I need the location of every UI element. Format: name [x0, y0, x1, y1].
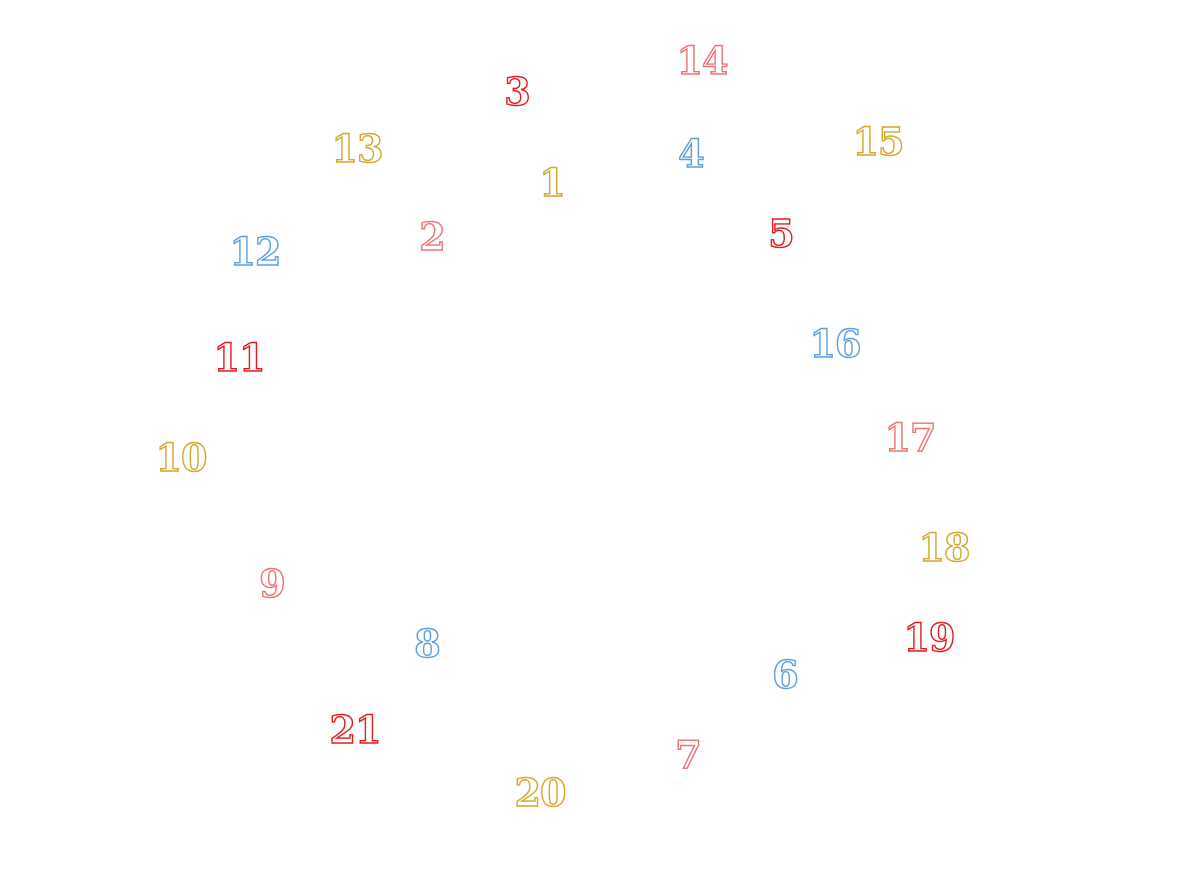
number-6[interactable]: 6 — [772, 652, 800, 697]
number-5[interactable]: 5 — [768, 211, 796, 256]
number-8[interactable]: 8 — [414, 621, 442, 666]
number-21[interactable]: 21 — [329, 707, 382, 752]
number-3[interactable]: 3 — [504, 69, 532, 114]
number-17[interactable]: 17 — [884, 415, 937, 460]
number-13[interactable]: 13 — [331, 126, 384, 171]
number-15[interactable]: 15 — [852, 119, 905, 164]
number-9[interactable]: 9 — [259, 561, 287, 606]
number-19[interactable]: 19 — [903, 615, 956, 660]
number-4[interactable]: 4 — [678, 131, 706, 176]
number-7[interactable]: 7 — [675, 732, 703, 777]
number-12[interactable]: 12 — [229, 229, 282, 274]
number-16[interactable]: 16 — [809, 321, 862, 366]
number-1[interactable]: 1 — [539, 160, 567, 205]
number-11[interactable]: 11 — [213, 335, 266, 380]
number-14[interactable]: 14 — [676, 38, 729, 83]
number-10[interactable]: 10 — [155, 435, 208, 480]
number-20[interactable]: 20 — [514, 770, 567, 815]
number-2[interactable]: 2 — [419, 214, 447, 259]
number-18[interactable]: 18 — [918, 525, 971, 570]
